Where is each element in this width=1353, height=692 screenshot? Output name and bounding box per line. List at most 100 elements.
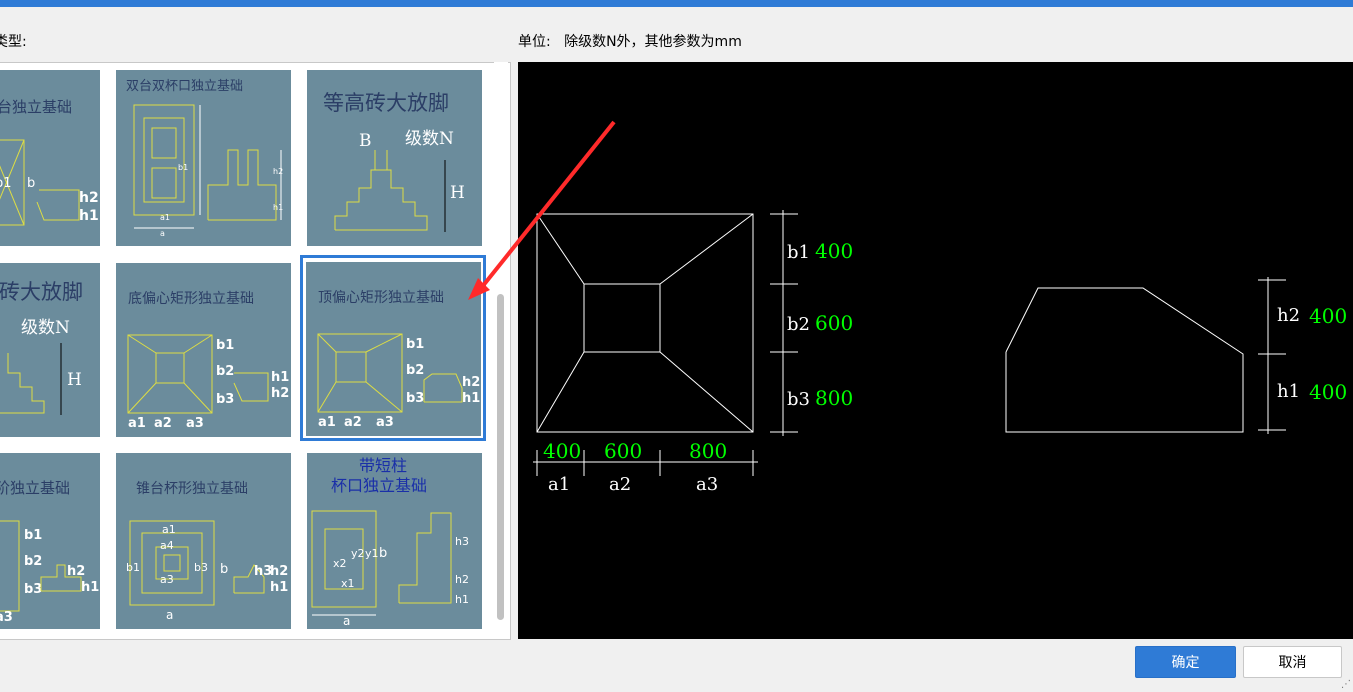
svg-text:b: b	[220, 562, 228, 577]
svg-text:级数N: 级数N	[21, 318, 70, 338]
resize-grip-icon[interactable]: ⋰	[1341, 679, 1351, 690]
svg-text:a3: a3	[186, 416, 204, 431]
unit-label-text: 除级数N外，其他参数为mm	[564, 34, 742, 50]
svg-text:带短柱: 带短柱	[359, 456, 407, 475]
thumb-cone-cup-foundation[interactable]: 锥台杯形独立基础 a1 a4 a3 b1 b3 a b h3 h2 h1	[116, 453, 291, 629]
svg-text:h1: h1	[455, 593, 469, 606]
dim-h1-value: 400	[1309, 380, 1347, 404]
svg-text:a2: a2	[154, 416, 172, 431]
preview-canvas: b1 400 b2 600 b3 800 400 600 800 a1 a2 a…	[518, 62, 1353, 639]
type-label: 类型:	[0, 34, 27, 50]
svg-text:h2: h2	[67, 564, 85, 579]
svg-text:a: a	[343, 614, 350, 628]
svg-text:h3: h3	[254, 564, 272, 579]
svg-text:b3: b3	[194, 561, 208, 574]
dim-a2-label: a2	[609, 474, 631, 495]
svg-text:H: H	[450, 183, 465, 203]
svg-text:b: b	[379, 546, 387, 561]
svg-text:阶独立基础: 阶独立基础	[0, 479, 70, 497]
svg-text:b1: b1	[126, 561, 140, 574]
svg-text:a4: a4	[160, 539, 174, 552]
thumb-stepped-foundation[interactable]: 阶独立基础 b1 b2 b3 a3 h2 h1	[0, 453, 100, 629]
svg-text:b1: b1	[216, 338, 234, 353]
svg-text:a: a	[166, 608, 173, 622]
dim-a3-label: a3	[696, 474, 718, 495]
foundation-type-gallery: 台独立基础 b1 b h2 h1 双台双杯口独立基础 b1 a1 a h2 h	[0, 62, 511, 640]
svg-text:h1: h1	[81, 580, 99, 595]
svg-text:y1: y1	[365, 547, 379, 560]
dim-h1-label: h1	[1277, 381, 1300, 402]
svg-text:b1: b1	[178, 163, 188, 172]
svg-text:杯口独立基础: 杯口独立基础	[331, 476, 427, 495]
svg-text:b2: b2	[24, 554, 42, 569]
thumb-top-eccentric-foundation[interactable]: 顶偏心矩形独立基础 b1 b2 b3 a1 a2 a3 h2 h1	[306, 262, 481, 436]
svg-text:b1: b1	[24, 528, 42, 543]
dim-b2-label: b2	[787, 314, 810, 335]
svg-text:x2: x2	[333, 557, 347, 570]
selected-item-highlight	[300, 255, 486, 441]
svg-text:双台双杯口独立基础: 双台双杯口独立基础	[126, 79, 243, 94]
thumb-bottom-eccentric-foundation[interactable]: 底偏心矩形独立基础 b1 b2 b3 a1 a2 a3 h1 h2	[116, 263, 291, 437]
svg-text:b3: b3	[406, 391, 424, 406]
svg-text:等高砖大放脚: 等高砖大放脚	[323, 91, 449, 115]
svg-text:a1: a1	[162, 523, 176, 536]
dim-a2-value: 600	[604, 439, 642, 463]
svg-text:a1: a1	[128, 416, 146, 431]
svg-text:砖大放脚: 砖大放脚	[0, 280, 83, 304]
thumb-title: 台独立基础	[0, 98, 72, 116]
svg-text:a1: a1	[318, 415, 336, 430]
svg-text:a2: a2	[344, 415, 362, 430]
ok-button[interactable]: 确定	[1135, 646, 1236, 678]
svg-text:b1: b1	[0, 176, 12, 191]
svg-text:h2: h2	[270, 564, 288, 579]
svg-text:b3: b3	[216, 392, 234, 407]
dim-a1-value: 400	[543, 439, 581, 463]
svg-text:h1: h1	[462, 391, 480, 406]
cancel-button[interactable]: 取消	[1243, 646, 1342, 678]
svg-text:a1: a1	[160, 213, 170, 222]
dim-b2-value: 600	[815, 311, 853, 335]
dim-b3-label: b3	[787, 389, 810, 410]
svg-text:H: H	[67, 370, 82, 390]
svg-text:h2: h2	[79, 190, 99, 206]
title-bar	[0, 0, 1353, 7]
thumb-platform-foundation[interactable]: 台独立基础 b1 b h2 h1	[0, 70, 100, 246]
thumb-equal-brick-footing[interactable]: 等高砖大放脚 B 级数N H	[307, 70, 482, 246]
unit-label-prefix: 单位:	[518, 34, 551, 50]
svg-text:h2: h2	[455, 573, 469, 586]
svg-text:h2: h2	[273, 167, 283, 176]
thumb-brick-footing[interactable]: 砖大放脚 级数N H	[0, 263, 100, 437]
svg-text:b1: b1	[406, 337, 424, 352]
dim-h2-label: h2	[1277, 305, 1300, 326]
svg-text:级数N: 级数N	[405, 129, 454, 149]
svg-text:h1: h1	[79, 208, 99, 224]
dim-h2-value: 400	[1309, 304, 1347, 328]
svg-text:顶偏心矩形独立基础: 顶偏心矩形独立基础	[318, 289, 444, 306]
svg-text:h2: h2	[271, 386, 289, 401]
svg-text:锥台杯形独立基础: 锥台杯形独立基础	[136, 480, 248, 497]
svg-text:a: a	[160, 229, 165, 238]
svg-text:x1: x1	[341, 577, 355, 590]
unit-label: 单位: 除级数N外，其他参数为mm	[518, 31, 742, 51]
gallery-scrollbar-thumb[interactable]	[497, 294, 504, 620]
svg-text:h1: h1	[273, 203, 283, 212]
svg-text:B: B	[359, 131, 372, 151]
svg-text:底偏心矩形独立基础: 底偏心矩形独立基础	[128, 290, 254, 307]
svg-text:b3: b3	[24, 582, 42, 597]
svg-text:h3: h3	[455, 535, 469, 548]
svg-text:a3: a3	[0, 610, 13, 625]
thumb-double-cup-foundation[interactable]: 双台双杯口独立基础 b1 a1 a h2 h1	[116, 70, 291, 246]
svg-text:a3: a3	[376, 415, 394, 430]
svg-text:b2: b2	[216, 364, 234, 379]
svg-text:h2: h2	[462, 375, 480, 390]
svg-text:b: b	[27, 176, 35, 191]
dim-a1-label: a1	[548, 474, 570, 495]
dim-b3-value: 800	[815, 386, 853, 410]
svg-text:a3: a3	[160, 573, 174, 586]
svg-text:h1: h1	[270, 580, 288, 595]
svg-text:h1: h1	[271, 370, 289, 385]
thumb-short-column-cup-foundation[interactable]: 带短柱 杯口独立基础 x2 x1 y2 y1 b a h3 h2 h1	[307, 453, 482, 629]
dim-a3-value: 800	[689, 439, 727, 463]
svg-text:y2: y2	[351, 547, 365, 560]
svg-text:b2: b2	[406, 363, 424, 378]
